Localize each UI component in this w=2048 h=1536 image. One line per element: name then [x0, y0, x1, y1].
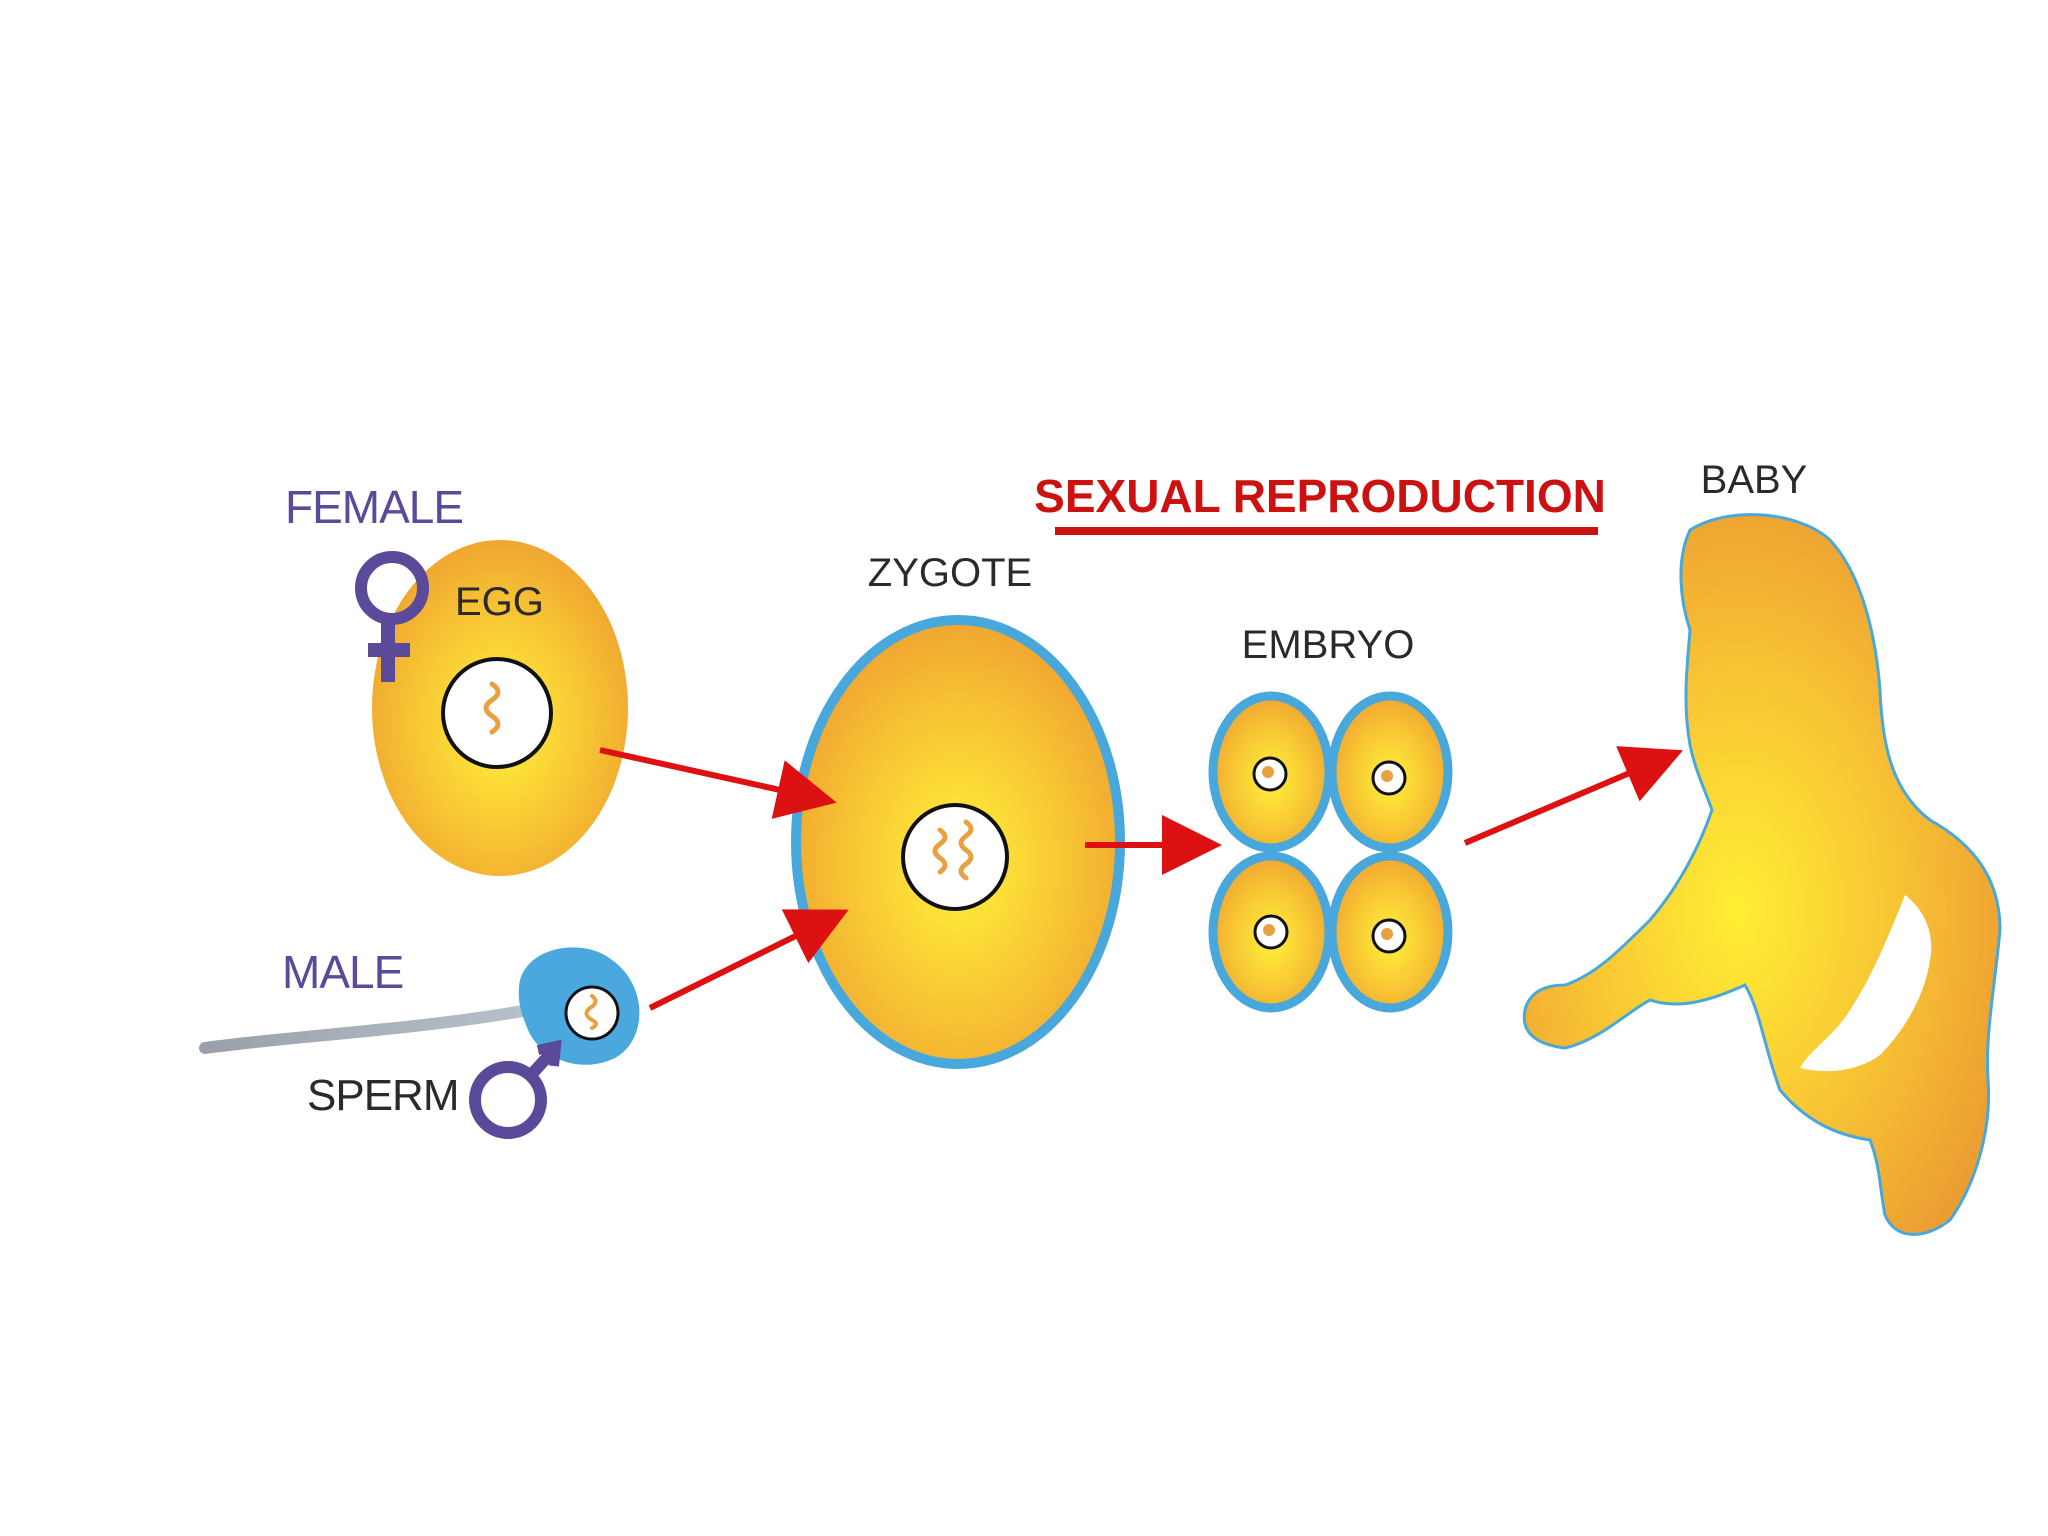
chromosome-icon: [958, 819, 974, 881]
female-label: FEMALE: [285, 481, 463, 533]
arrow-icon: [1463, 746, 1684, 846]
baby-diaper: [1800, 895, 1932, 1072]
male-label: MALE: [282, 946, 403, 998]
sperm-label: SPERM: [307, 1071, 458, 1120]
sperm-cell: [199, 947, 640, 1065]
egg-cell: [372, 540, 628, 876]
embryo-label: EMBRYO: [1242, 623, 1415, 667]
sperm-nucleus: [564, 985, 620, 1041]
chromosome-icon: [932, 827, 948, 875]
chromosome-icon: [483, 681, 501, 735]
egg-nucleus: [441, 657, 553, 769]
chromosome-icon: [584, 994, 598, 1030]
baby-label: BABY: [1701, 458, 1808, 502]
embryo-cell: [1327, 851, 1453, 1013]
diagram-title: SEXUAL REPRODUCTION: [1034, 470, 1606, 522]
zygote-cell: [791, 615, 1125, 1069]
arrows: [599, 746, 1684, 1011]
zygote-nucleus: [901, 803, 1009, 911]
embryo-cell: [1327, 691, 1453, 853]
embryo-cluster: [1208, 691, 1453, 1013]
title-underline: [1055, 527, 1598, 535]
embryo-cell: [1208, 851, 1334, 1013]
arrow-icon: [599, 747, 837, 819]
female-symbol-icon: [355, 551, 429, 682]
zygote-label: ZYGOTE: [868, 551, 1032, 595]
egg-label: EGG: [455, 580, 544, 624]
arrow-icon: [648, 909, 849, 1011]
embryo-cell: [1208, 691, 1334, 853]
baby-silhouette: [1522, 513, 2002, 1236]
sperm-tail: [199, 1002, 546, 1054]
male-symbol-icon: [469, 1039, 562, 1139]
